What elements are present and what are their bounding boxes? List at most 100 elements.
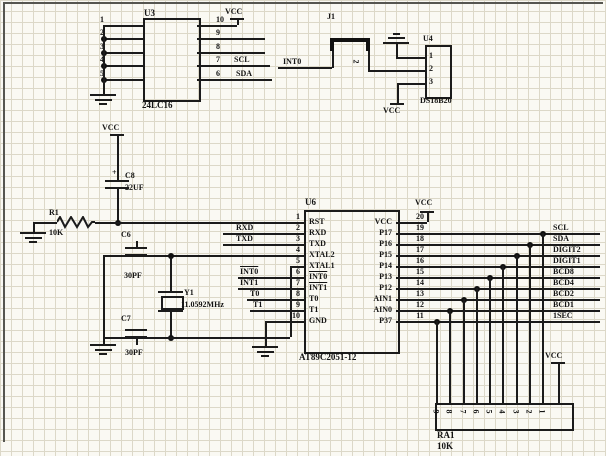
u3-left-pin-number: 1 [100,15,104,24]
u6-right-pin-number: 16 [416,256,424,265]
u3-eeprom-body [143,18,201,102]
wire [136,241,138,248]
u3-right-pin-number: 9 [216,28,220,37]
ra1-pin-number: 3 [511,409,521,414]
ground-bar [99,103,107,105]
wire [368,51,370,71]
u6-left-pin-number: 6 [296,267,300,276]
resistor-r1-symbol [57,216,95,229]
net-drop-wire [489,277,491,403]
wire [237,19,239,25]
ra1-pin-number: 5 [484,409,494,414]
u6-right-net-label: DIGIT1 [553,256,581,265]
u3-left-bus [103,25,105,93]
u4-pin2-number: 2 [429,64,433,73]
u6-left-net-label: INT0 [240,267,259,276]
u3-right-pin-number: 8 [216,42,220,51]
u4-part-label: DS18B20 [420,96,452,105]
u6-left-pin-number: 8 [296,289,300,298]
u6-left-pin-name: TXD [309,239,326,248]
u6-right-pin-name: AIN1 [373,294,392,303]
u6-left-net-label: T1 [253,300,263,309]
u6-left-pin-name: XTAL1 [309,261,335,270]
u6-right-net-label: BCD8 [553,267,574,276]
u6-left-pin-wire [265,321,304,323]
int0-wire [278,67,332,69]
u6-left-pin-wire [223,233,304,235]
u3-right-pin-number: 10 [216,15,224,24]
u4-pin2-wire [368,70,425,72]
rst-wire [33,222,57,224]
c8-plate [105,180,129,182]
u6-right-pin-number: 13 [416,289,424,298]
wire [332,51,334,68]
u6-right-net-wire [396,299,600,301]
wire [117,135,119,180]
u6-right-net-label: SCL [553,223,569,232]
c7-refdes-label: C7 [121,314,131,323]
u6-vcc-wire [396,222,427,224]
u6-left-net-label: T0 [250,289,260,298]
y1-crystal-body [161,296,184,310]
u6-right-net-wire [396,288,600,290]
u3-left-pin-wire [103,65,143,67]
ground-bar [261,355,269,357]
j1-jumper-left-leg [330,38,334,51]
u6-left-pin-number: 5 [296,256,300,265]
u3-right-pin-wire [197,52,265,54]
u6-right-pin-name: AIN0 [373,305,392,314]
u6-right-pin-name: P14 [379,261,392,270]
net-drop-wire [476,288,478,403]
ground-bar [257,351,274,353]
u4-pin1-number: 1 [429,51,433,60]
u6-left-pin-number: 1 [296,212,300,221]
j1-jumper-top [330,38,370,42]
u6-right-pin-name: P17 [379,228,392,237]
ra1-refdes-label: RA1 [437,430,455,440]
u4-vcc-label: VCC [383,106,401,115]
u3-right-pin-number: 6 [216,69,220,78]
ground-bar [90,94,116,96]
c8-polarity-plus: + [112,168,117,177]
u6-right-net-wire [396,321,600,323]
u6-right-pin-number: 20 [416,212,424,221]
ra1-pin-number: 9 [431,409,441,414]
r1-refdes-label: R1 [49,208,59,217]
u3-right-pin-number: 7 [216,55,220,64]
u6-right-net-label: BCD2 [553,289,574,298]
u3-left-pin-number: 2 [100,28,104,37]
y1-refdes-label: Y1 [184,288,194,297]
ground-bar [29,241,37,243]
u6-right-net-wire [396,233,600,235]
u6-left-pin-name: T0 [309,294,319,303]
junction-dot [168,253,174,259]
u3-left-pin-wire [103,25,143,27]
ground-bar [90,344,116,346]
u6-part-label: AT89C2051-12 [299,352,357,362]
u6-left-net-label: INT1 [240,278,259,287]
wire [117,189,119,222]
net-drop-wire [436,321,438,403]
u6-right-pin-number: 14 [416,278,424,287]
j1-refdes-label: J1 [327,12,335,21]
u6-right-net-wire [396,244,600,246]
u3-right-pin-wire [197,79,272,81]
net-drop-wire [449,310,451,403]
c8-refdes-label: C8 [125,171,135,180]
u3-scl-net-label: SCL [234,55,250,64]
u3-right-pin-wire [197,25,237,27]
u6-left-net-label: RXD [236,223,254,232]
u3-refdes-label: U3 [144,8,155,18]
u3-vcc-label: VCC [225,7,243,16]
wire [558,363,560,403]
ra1-pin-number: 8 [444,409,454,414]
u6-right-net-wire [396,310,600,312]
u6-right-pin-name: P13 [379,272,392,281]
vcc-tick [390,103,404,105]
wire [290,266,292,337]
u4-pin1-wire [396,57,425,59]
c7-plate [125,329,147,331]
scan-border-left [3,2,5,442]
reset-vcc-label: VCC [102,123,120,132]
y1-plate [158,310,183,312]
